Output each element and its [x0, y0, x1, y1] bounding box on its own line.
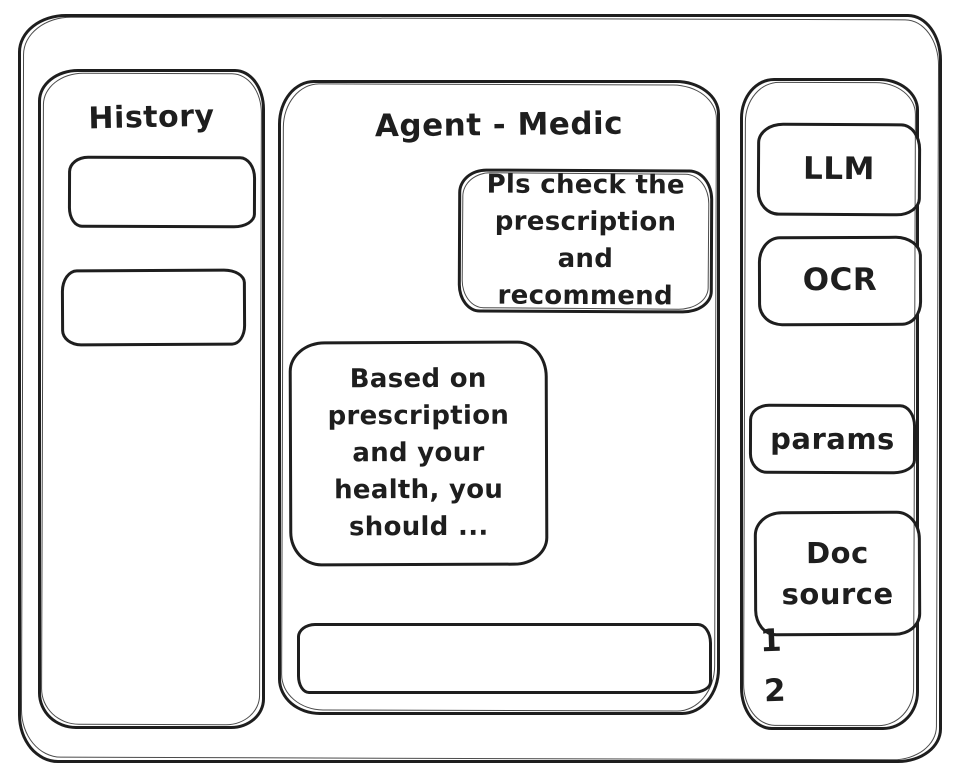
user-message-bubble: Pls check the prescription and recommend [457, 168, 714, 314]
app-window-frame: History Agent - Medic Pls check the pres… [18, 14, 942, 763]
ocr-button[interactable]: OCR [757, 235, 923, 327]
tools-sidebar: LLM OCR params Doc source 1 2 [740, 78, 923, 730]
chat-input-field[interactable] [297, 623, 712, 694]
history-title: History [88, 98, 215, 137]
doc-source-item-1[interactable]: 1 [759, 622, 783, 660]
history-item-1[interactable] [67, 155, 257, 229]
doc-source-item-2[interactable]: 2 [763, 672, 787, 710]
chat-title: Agent - Medic [374, 105, 624, 145]
llm-button[interactable]: LLM [756, 122, 922, 217]
history-sidebar: History [38, 69, 265, 729]
history-item-2[interactable] [60, 268, 247, 347]
doc-source-button[interactable]: Doc source [753, 510, 922, 637]
assistant-message-bubble: Based on prescription and your health, y… [288, 340, 549, 567]
chat-panel: Agent - Medic Pls check the prescription… [278, 80, 720, 715]
params-button[interactable]: params [748, 403, 917, 475]
